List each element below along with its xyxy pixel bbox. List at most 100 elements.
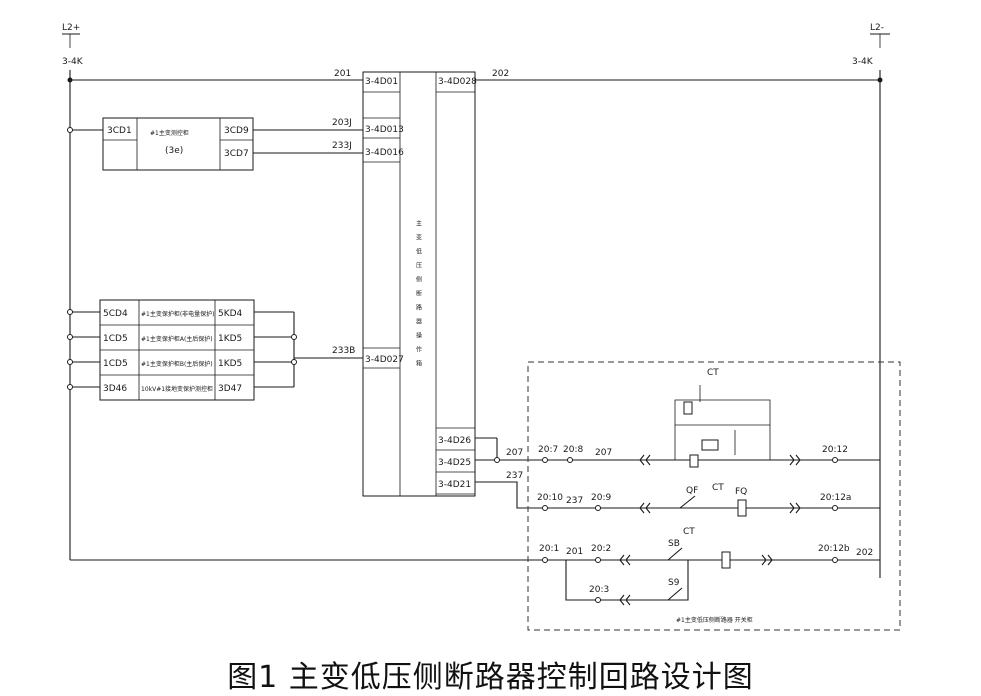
row3-ct: CT xyxy=(683,527,695,537)
row1-t2: 20:8 xyxy=(563,445,583,455)
s9-branch xyxy=(565,560,689,601)
row1-ct: CT xyxy=(707,368,719,378)
terminal-node xyxy=(291,359,297,365)
terminal-node xyxy=(67,384,73,390)
terminal-node xyxy=(67,127,73,133)
aux-network xyxy=(674,399,771,460)
plug-connector xyxy=(619,594,631,606)
breaker-cabinet-label: #1主变低压侧断路器 开关柜 xyxy=(676,616,753,624)
qf-contact xyxy=(679,495,696,509)
block2-r2-right: 1KD5 xyxy=(218,359,242,369)
trip-coil xyxy=(737,499,747,517)
terminal-node xyxy=(595,557,601,563)
row2-end: 20:12a xyxy=(820,493,851,503)
terminal-node xyxy=(542,457,548,463)
sb-contact xyxy=(667,547,683,561)
term-3-4d028: 3-4D028 xyxy=(438,77,477,87)
block1-right-bottom: 3CD7 xyxy=(224,149,249,159)
row3-wire: 201 xyxy=(566,547,583,557)
plug-connector xyxy=(789,454,801,466)
row2-t1: 20:10 xyxy=(537,493,563,503)
terminal-node xyxy=(291,334,297,340)
breaker-cabinet-boundary xyxy=(527,361,901,631)
control-circuit-diagram: L2+ 3-4K L2- 3-4K 201 202 3-4D01 3-4D028… xyxy=(62,23,901,631)
terminal-node xyxy=(595,505,601,511)
plug-connector xyxy=(639,502,651,514)
figure-caption: 图1 主变低压侧断路器控制回路设计图 xyxy=(227,660,754,695)
block2-r1-right: 1KD5 xyxy=(218,334,242,344)
aux-switch xyxy=(701,439,719,451)
row3-end-wire: 202 xyxy=(856,548,873,558)
block1-right-top: 3CD9 xyxy=(224,126,249,136)
block2-r3-left: 3D46 xyxy=(103,384,127,394)
bus-right-ref: 3-4K xyxy=(852,57,874,67)
block1-center-line1: #1主变测控柜 xyxy=(150,129,189,137)
terminal-node xyxy=(832,505,838,511)
plug-connector xyxy=(619,554,631,566)
plug-connector xyxy=(761,554,773,566)
module-vertical-label: 主变低压侧断路器操作箱 xyxy=(415,219,422,374)
terminal-node xyxy=(67,309,73,315)
row1-wire: 207 xyxy=(595,448,612,458)
wire-237-label: 237 xyxy=(506,471,523,481)
wire-233b-label: 233B xyxy=(332,346,355,356)
row3-t2: 20:2 xyxy=(591,544,611,554)
s9-contact xyxy=(667,587,683,601)
row2-ct: CT xyxy=(712,483,724,493)
row2-fq: FQ xyxy=(735,487,747,497)
block1-left-term: 3CD1 xyxy=(107,126,132,136)
term-3-4d013: 3-4D013 xyxy=(365,125,404,135)
wire-207-label: 207 xyxy=(506,448,523,458)
operation-box-module xyxy=(362,71,476,497)
bus-left-name: L2+ xyxy=(62,23,80,33)
terminal-node xyxy=(67,334,73,340)
row1-t1: 20:7 xyxy=(538,445,558,455)
row2-wire: 237 xyxy=(566,496,583,506)
terminal-node xyxy=(494,457,500,463)
bus-left-ref: 3-4K xyxy=(62,57,84,67)
term-3-4d26: 3-4D26 xyxy=(438,436,471,446)
block2-r1-center: #1主变保护柜A(主后保护) xyxy=(141,335,213,343)
term-3-4d027: 3-4D027 xyxy=(365,355,404,365)
term-3-4d016: 3-4D016 xyxy=(365,148,404,158)
wire-203j-label: 203J xyxy=(332,118,352,128)
block2-r1-left: 1CD5 xyxy=(103,334,128,344)
block2-r0-center: #1主变保护柜(非电量保护) xyxy=(141,310,215,318)
block2-r3-center: 10kV#1接地变保护测控柜 xyxy=(141,385,213,393)
term-3-4d01: 3-4D01 xyxy=(365,77,398,87)
term-3-4d21: 3-4D21 xyxy=(438,480,471,490)
wire-237-feed xyxy=(475,481,540,509)
wire-233j-label: 233J xyxy=(332,141,352,151)
row2-t2: 20:9 xyxy=(591,493,611,503)
row4-s9: S9 xyxy=(668,578,680,588)
row2-qf: QF xyxy=(686,486,698,496)
wire-201-label: 201 xyxy=(334,69,351,79)
plug-connector xyxy=(789,502,801,514)
manual-coil xyxy=(721,551,731,569)
bus-right-name: L2- xyxy=(870,23,884,33)
measure-control-block xyxy=(102,117,254,171)
row3-sb: SB xyxy=(668,539,680,549)
row1-end: 20:12 xyxy=(822,445,848,455)
block2-r2-left: 1CD5 xyxy=(103,359,128,369)
terminal-node xyxy=(567,457,573,463)
row4-t: 20:3 xyxy=(589,585,609,595)
term-3-4d25: 3-4D25 xyxy=(438,458,471,468)
block1-center-line2: (3e) xyxy=(165,146,183,156)
terminal-node xyxy=(832,457,838,463)
terminal-node xyxy=(542,505,548,511)
row3-end: 20:12b xyxy=(818,544,850,554)
block2-r0-right: 5KD4 xyxy=(218,309,243,319)
close-coil xyxy=(689,454,699,468)
block2-r0-left: 5CD4 xyxy=(103,309,128,319)
terminal-node xyxy=(67,359,73,365)
block2-r2-center: #1主变保护柜B(主后保护) xyxy=(141,360,213,368)
aux-relay xyxy=(683,401,693,415)
terminal-node xyxy=(595,597,601,603)
terminal-node xyxy=(542,557,548,563)
terminal-node xyxy=(832,557,838,563)
block2-r3-right: 3D47 xyxy=(218,384,242,394)
row3-t1: 20:1 xyxy=(539,544,559,554)
wire-202-label: 202 xyxy=(492,69,509,79)
plug-connector xyxy=(639,454,651,466)
